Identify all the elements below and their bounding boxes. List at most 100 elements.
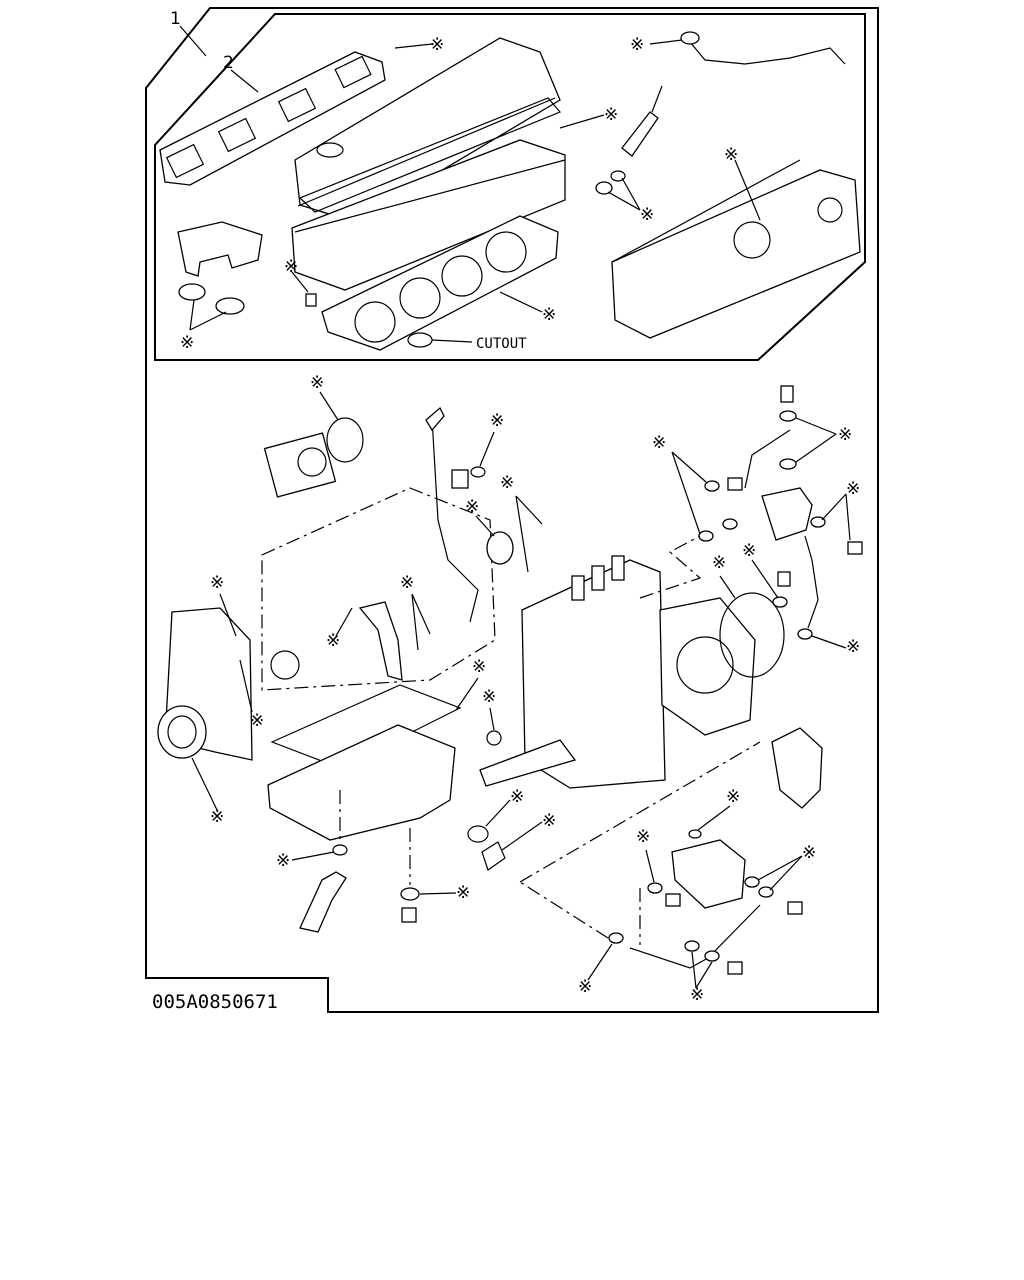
o-ring-pump: [486, 730, 502, 746]
return-line: [684, 35, 846, 65]
mark-27: ※: [210, 807, 224, 827]
banjo-bolt-top: [780, 385, 794, 403]
intake-manifold: [611, 159, 861, 339]
o-ring-filter: [467, 825, 489, 843]
mark-11: ※: [652, 433, 666, 453]
mark-31: ※: [276, 851, 290, 871]
washer-left-1: [704, 480, 720, 492]
mark-18: ※: [210, 573, 224, 593]
filter-oring-top: [688, 829, 702, 839]
washer-left-3: [722, 518, 738, 530]
mark-17: ※: [712, 553, 726, 573]
mark-29: ※: [636, 827, 650, 847]
bolt-lower-3: [727, 961, 743, 975]
oil-pan: [267, 724, 456, 841]
pump-gear-unit: [263, 432, 337, 498]
drain-plug: [401, 907, 417, 923]
washer-lower-5: [684, 940, 700, 952]
mark-1: ※: [430, 35, 444, 55]
dipstick-grommet: [451, 469, 469, 489]
dipstick-tube: [431, 417, 479, 623]
oil-strainer: [299, 871, 347, 933]
mark-28: ※: [542, 811, 556, 831]
fuel-filter-head: [761, 487, 813, 541]
mark-33: ※: [578, 977, 592, 997]
cutout-marker: [407, 332, 433, 348]
washer-left-2: [698, 530, 714, 542]
figure-code: 005A0850671: [152, 991, 278, 1013]
feed-pump: [771, 727, 823, 809]
manifold-gasket: [159, 51, 386, 186]
mark-21: ※: [846, 637, 860, 657]
washer-injector: [595, 181, 613, 195]
injector: [621, 111, 659, 157]
strainer-oring: [332, 844, 348, 856]
mark-7: ※: [180, 333, 194, 353]
item-2-callout: 2: [223, 53, 234, 73]
mark-5: ※: [724, 145, 738, 165]
oil-seal-right: [215, 297, 245, 315]
bolt-mid: [777, 571, 791, 587]
mark-22: ※: [472, 657, 486, 677]
washer-mid: [772, 596, 788, 608]
washer-top-2: [779, 458, 797, 470]
mark-13: ※: [500, 473, 514, 493]
head-gasket: [321, 215, 559, 351]
outer-kit-frame: [145, 7, 879, 1013]
washer-lower-3: [758, 886, 774, 898]
bolt-lower-1: [665, 893, 681, 907]
mark-24: ※: [250, 711, 264, 731]
washer-top-1: [779, 410, 797, 422]
washer-lower-1: [647, 882, 663, 894]
o-ring-injector: [610, 170, 626, 182]
mark-34: ※: [690, 985, 704, 1005]
water-outlet: [177, 221, 263, 277]
engine-block: [261, 487, 496, 691]
banjo-top: [680, 31, 700, 45]
mark-25: ※: [510, 787, 524, 807]
washer-lower-2: [744, 876, 760, 888]
bolt-left-1: [727, 477, 743, 491]
crankshaft-seal: [157, 705, 207, 759]
oil-pan-gasket: [270, 684, 462, 769]
fuel-filter-bracket: [671, 839, 746, 909]
mark-2: ※: [630, 35, 644, 55]
mark-23: ※: [482, 687, 496, 707]
filter-gasket: [481, 841, 506, 871]
dipstick-oring: [470, 466, 486, 478]
oil-pipe-bracket: [358, 601, 403, 681]
rear-oil-seal: [486, 531, 514, 565]
gear-housing: [659, 597, 756, 736]
mark-12: ※: [838, 425, 852, 445]
drain-washer: [400, 887, 420, 901]
mark-14: ※: [465, 497, 479, 517]
washer-lower-4: [608, 932, 624, 944]
mark-20: ※: [326, 631, 340, 651]
cutout-label: CUTOUT: [476, 336, 527, 352]
injection-pump: [479, 555, 666, 789]
oil-seal-left: [178, 283, 206, 301]
mark-10: ※: [490, 411, 504, 431]
bolt-right: [847, 541, 863, 555]
mark-4: ※: [640, 205, 654, 225]
dipstick-guide: [425, 406, 445, 432]
valve-cover: [294, 37, 561, 223]
mark-30: ※: [802, 843, 816, 863]
washer-lower-6: [704, 950, 720, 962]
mark-9: ※: [310, 373, 324, 393]
housing-oring: [719, 592, 785, 678]
fuel-line-right: [804, 535, 819, 629]
valve-cover-gasket: [298, 97, 561, 213]
mark-26: ※: [726, 787, 740, 807]
fuel-line-upper: [744, 429, 791, 489]
valve-stem-seal: [305, 293, 317, 307]
mark-16: ※: [742, 541, 756, 561]
mark-8: ※: [542, 305, 556, 325]
mark-15: ※: [846, 479, 860, 499]
item-1-callout: 1: [170, 9, 181, 29]
inner-kit-frame: [154, 13, 866, 361]
mark-19: ※: [400, 573, 414, 593]
mark-3: ※: [604, 105, 618, 125]
bolt-lower-2: [787, 901, 803, 915]
